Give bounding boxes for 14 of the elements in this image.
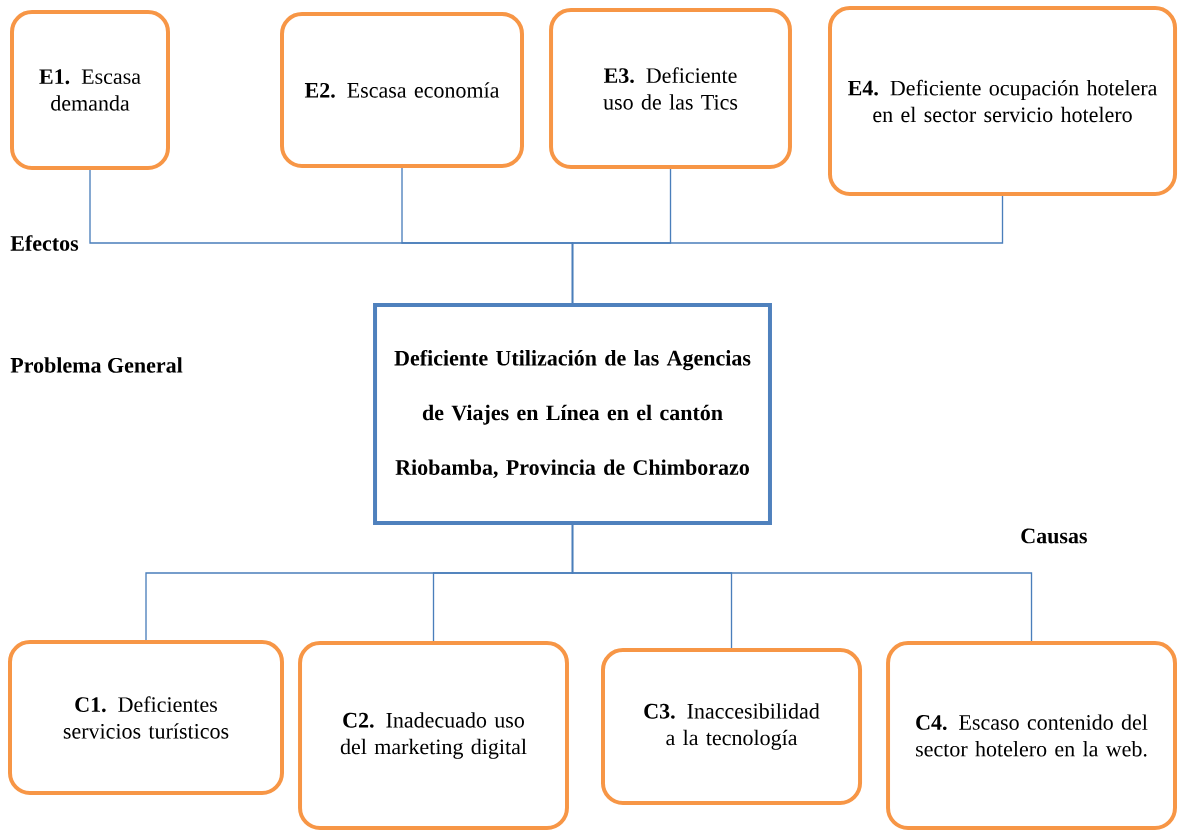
effect-box: E1. Escasa demanda [10, 10, 170, 170]
problem-box: Deficiente Utilización de las Agencias de Viajes en Línea en el cantón Riobamba, Provincia de Chimborazo [373, 303, 772, 525]
cause-box: C2. Inadecuado uso del marketing digital [298, 640, 569, 831]
connector-line [571, 524, 1033, 642]
section-label: Efectos [10, 235, 79, 251]
section-label: Problema General [10, 357, 183, 373]
effect-box: E3. Deficiente uso de las Tics [549, 7, 792, 170]
section-label: Causas [1020, 528, 1088, 544]
effect-box: E2. Escasa economía [280, 12, 524, 168]
cause-box: C1. Deficientes servicios turísticos [8, 640, 284, 795]
effect-box: E4. Deficiente ocupación hotelera en el sector servicio hotelero [827, 6, 1178, 196]
cause-box: C4. Escaso contenido del sector hotelero en la web. [886, 640, 1177, 831]
cause-box: C3. Inaccesibilidad a la tecnología [601, 647, 863, 806]
connector-line [571, 195, 1004, 304]
